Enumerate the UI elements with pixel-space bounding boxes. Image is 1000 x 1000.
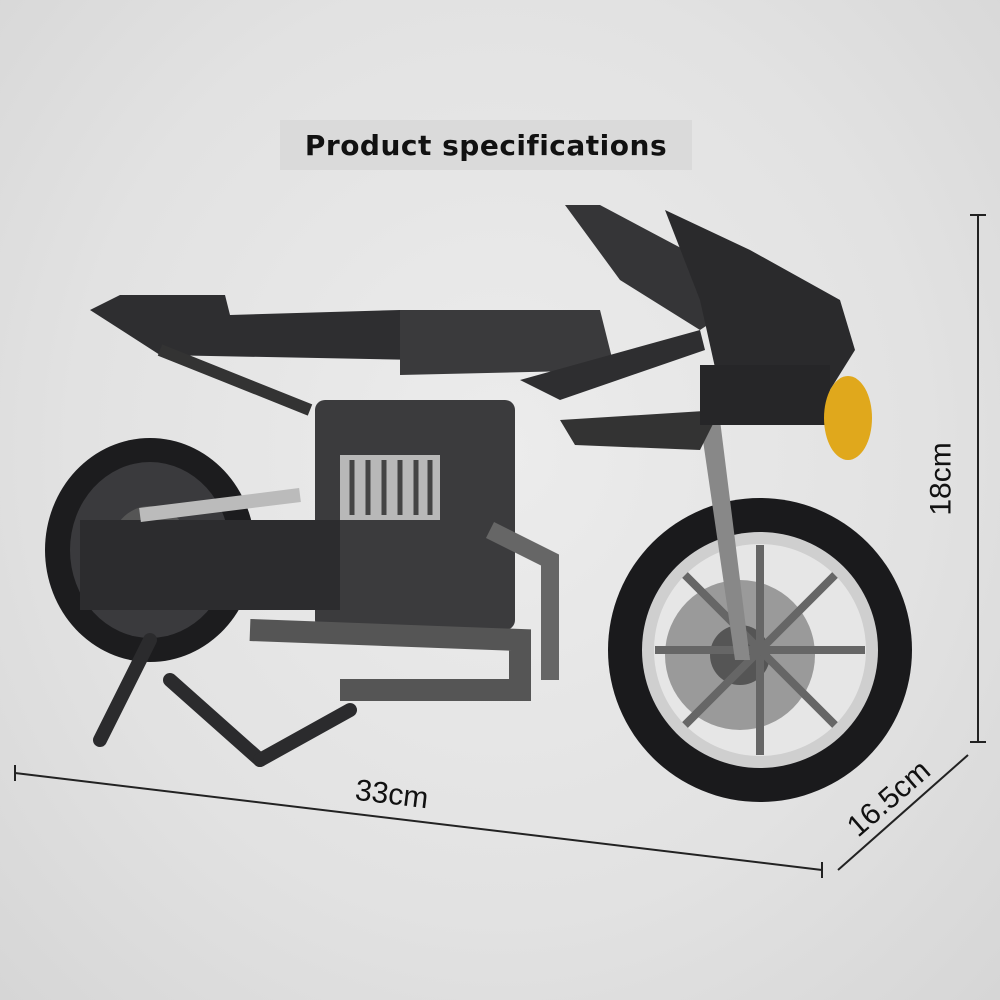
front-wheel (608, 498, 912, 802)
height-label: 18cm (924, 442, 958, 516)
length-line (14, 772, 823, 871)
title: Product specifications (304, 128, 668, 162)
title-banner: Product specifications (280, 120, 692, 170)
headlight (824, 376, 872, 460)
width-line (837, 754, 969, 871)
dimension-lines (14, 214, 986, 878)
